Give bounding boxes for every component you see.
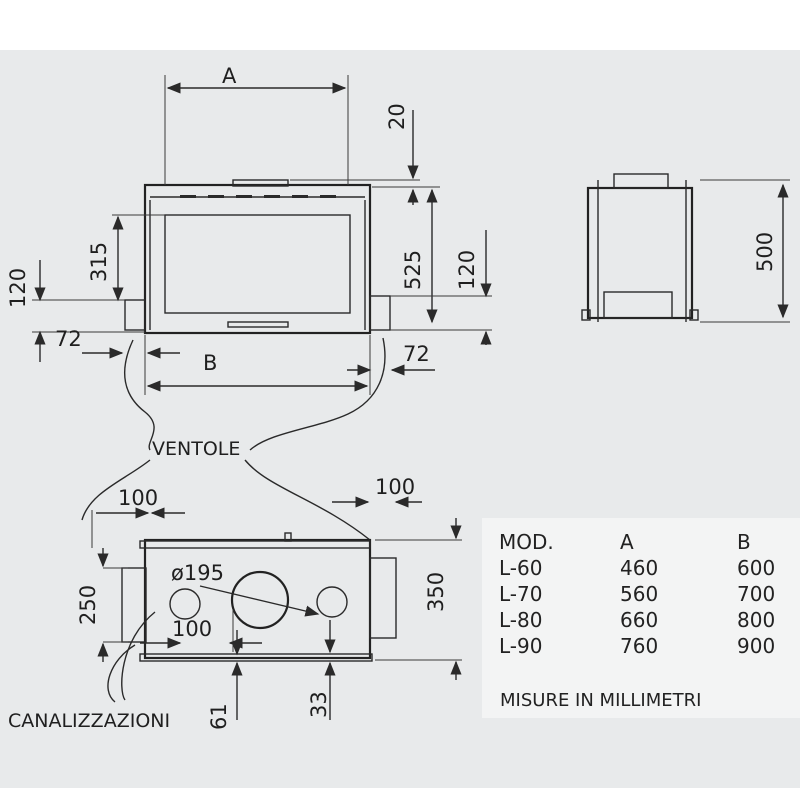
left-stub <box>124 299 146 331</box>
dim-a-label: A <box>222 64 237 88</box>
dim-right-offset: 120 <box>455 250 479 290</box>
dim-plan-depth: 250 <box>76 585 100 625</box>
ventole-label: VENTOLE <box>152 438 240 460</box>
plan-right-stub <box>369 557 397 639</box>
plan-left-stub <box>121 567 147 643</box>
units-note: MISURE IN MILLIMETRI <box>500 690 702 711</box>
fan-leader-lines <box>81 337 386 541</box>
header-a: A <box>620 530 634 554</box>
dim-plan-left: 100 <box>118 486 158 510</box>
table-row: L-70 560 700 <box>499 582 776 606</box>
table-header: MOD. A B <box>482 530 800 560</box>
dim-left-offset: 120 <box>6 268 30 308</box>
front-glass <box>164 214 351 314</box>
dim-bottom-left: 61 <box>207 703 231 730</box>
table-row: L-80 660 800 <box>499 608 776 632</box>
dim-plan-total: 350 <box>424 572 448 612</box>
left-vent-hole <box>169 588 201 620</box>
header-b: B <box>737 530 751 554</box>
plan-bottom-bar <box>139 653 373 662</box>
dim-b-label: B <box>203 351 217 375</box>
model-table: MOD. A B L-60 460 600 L-70 560 700 L-80 … <box>482 518 800 718</box>
side-view: 500 <box>581 173 790 323</box>
plan-view: ø195 100 100 250 350 100 61 33 <box>76 475 462 730</box>
flue-hole <box>230 570 290 630</box>
dim-top-clearance: 20 <box>385 103 409 130</box>
front-view: A 20 315 525 120 120 72 72 <box>6 64 492 395</box>
dim-plan-right: 100 <box>375 475 415 499</box>
side-vent <box>603 291 673 319</box>
dim-total-height: 525 <box>401 250 425 290</box>
dim-flue-diameter: ø195 <box>171 561 224 585</box>
dim-right-margin: 72 <box>403 342 430 366</box>
right-stub <box>369 295 391 331</box>
duct-leader-lines <box>107 611 156 703</box>
dim-frame-height: 315 <box>87 242 111 282</box>
top-collar <box>232 179 289 187</box>
right-vent-hole <box>316 586 348 618</box>
dim-bottom-right: 33 <box>307 691 331 718</box>
front-frame <box>143 183 372 335</box>
header-mod: MOD. <box>499 530 554 554</box>
door-handle <box>227 321 289 328</box>
dim-left-margin: 72 <box>55 327 82 351</box>
plan-top-bar <box>139 540 371 549</box>
dim-plan-center: 100 <box>172 617 212 641</box>
side-collar <box>613 173 669 189</box>
canalizzazioni-label: CANALIZZAZIONI <box>8 710 170 732</box>
table-row: L-90 760 900 <box>499 634 776 658</box>
dim-side-height: 500 <box>753 232 777 272</box>
table-row: L-60 460 600 <box>499 556 776 580</box>
